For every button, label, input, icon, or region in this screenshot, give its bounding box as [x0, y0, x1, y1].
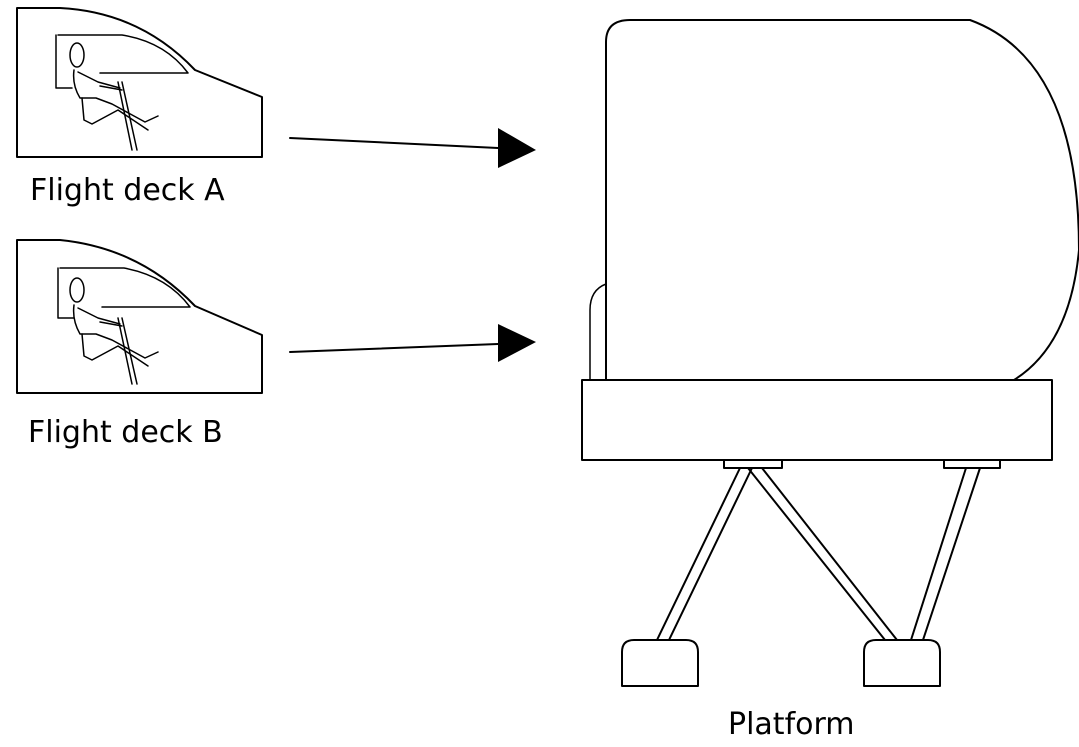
platform-base: [581, 379, 1053, 469]
platform-actuators: [656, 467, 981, 641]
platform-label: Platform: [728, 707, 855, 742]
flight-deck-b-label: Flight deck B: [28, 415, 223, 450]
simulator-cabin: [589, 19, 1079, 381]
flight-deck-a-illustration: [16, 7, 263, 158]
arrow-b: [289, 324, 536, 362]
flight-deck-a-label: Flight deck A: [30, 173, 225, 208]
arrow-a: [289, 128, 536, 168]
platform-feet: [621, 639, 941, 687]
flight-deck-b-illustration: [16, 239, 263, 394]
